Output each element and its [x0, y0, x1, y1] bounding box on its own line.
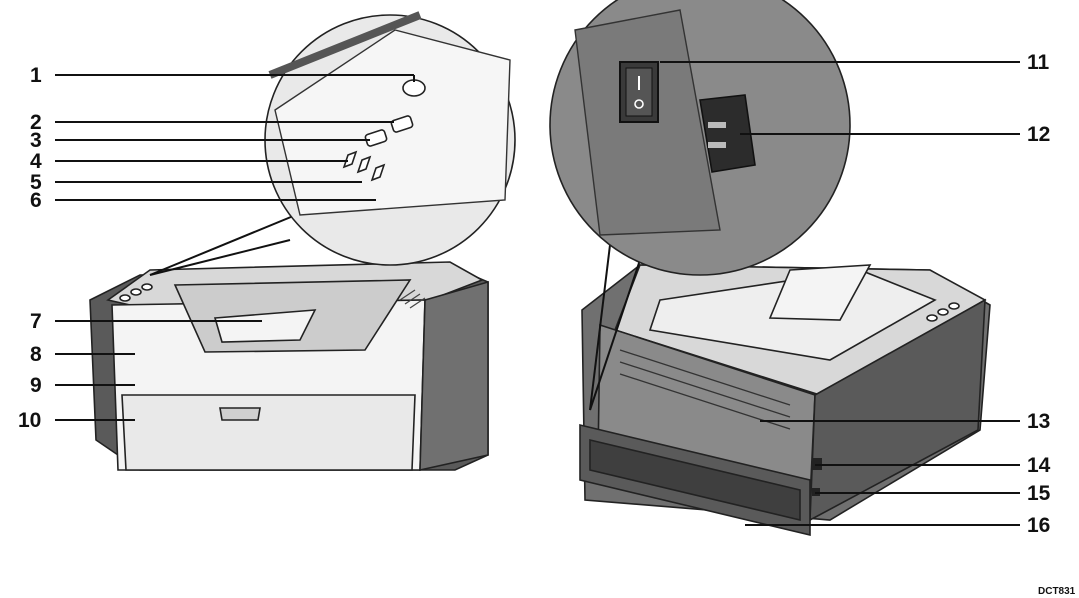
rear-control-panel-small — [926, 302, 960, 322]
left-callout-numbers: 1 2 3 4 5 6 7 8 9 10 — [18, 64, 42, 432]
power-key-icon — [402, 79, 426, 97]
control-panel-zoom — [149, 11, 516, 276]
rear-vents — [619, 349, 791, 430]
callout-10: 10 — [18, 409, 41, 432]
paper-stopper — [213, 309, 317, 343]
callout-8: 8 — [30, 343, 42, 366]
callout-11: 11 — [1027, 51, 1050, 74]
callout-7: 7 — [30, 310, 42, 333]
callout-4: 4 — [30, 150, 42, 173]
top-vents — [399, 289, 426, 309]
power-indicator-icon — [342, 150, 358, 169]
alert-indicator-icon — [356, 155, 372, 174]
callout-16: 16 — [1027, 514, 1050, 537]
figure-code: DCT831 — [1038, 586, 1076, 597]
paper-tray-handle — [219, 407, 261, 421]
zoom-panel-edge — [268, 11, 422, 79]
right-callout-numbers: 11 12 13 14 15 16 — [1027, 51, 1051, 537]
printer-front-view — [89, 261, 489, 472]
power-socket-zoom — [549, 0, 851, 411]
callout-15: 15 — [1027, 482, 1051, 505]
left-leader-lines — [55, 74, 415, 421]
callout-9: 9 — [30, 374, 42, 397]
callout-1: 1 — [30, 64, 42, 87]
paper-tray — [121, 394, 416, 471]
job-reset-key-icon — [390, 115, 414, 133]
callout-12: 12 — [1027, 123, 1050, 146]
callout-5: 5 — [30, 171, 42, 194]
callout-6: 6 — [30, 189, 42, 212]
callout-14: 14 — [1027, 454, 1051, 477]
printer-right-panel — [419, 280, 489, 472]
callout-13: 13 — [1027, 410, 1050, 433]
callout-3: 3 — [30, 129, 42, 152]
callout-2: 2 — [30, 111, 42, 134]
right-leader-lines — [660, 61, 1020, 526]
start-key-icon — [364, 129, 388, 147]
printer-rear-view — [579, 264, 991, 537]
rear-tray-inner — [589, 438, 801, 522]
rear-paper-stopper — [768, 264, 872, 321]
toner-indicator-icon — [370, 163, 386, 182]
control-panel-small — [119, 283, 153, 302]
